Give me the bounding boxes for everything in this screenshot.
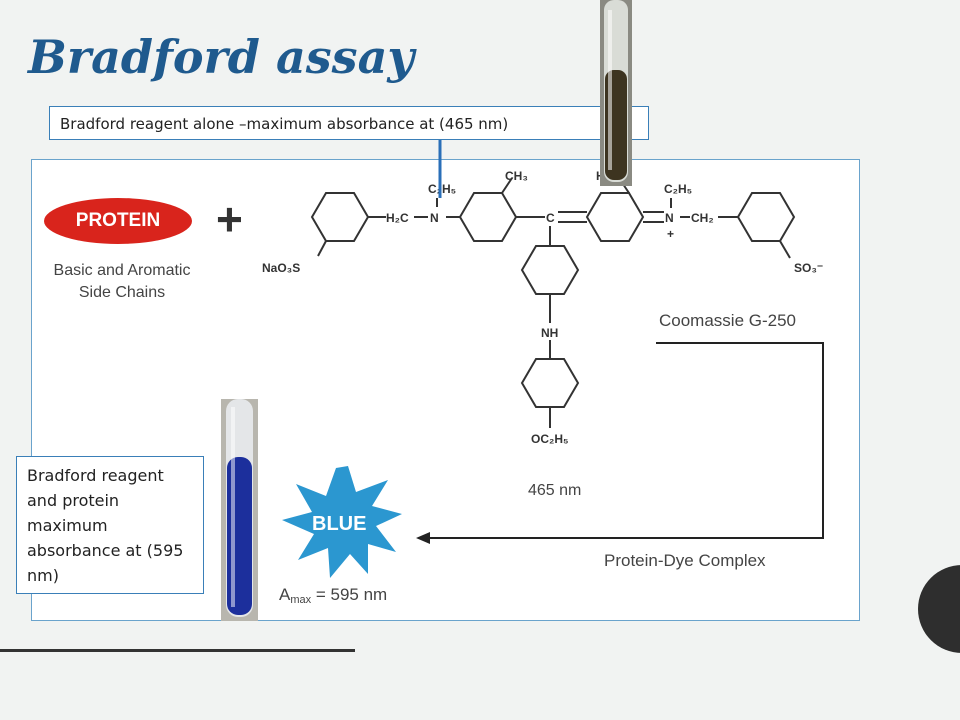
label-n1: N — [430, 211, 439, 225]
dye-name-label: Coomassie G-250 — [659, 311, 797, 330]
reagent-alone-callout: Bradford reagent alone –maximum absorban… — [49, 106, 649, 140]
label-oc2h5: OC₂H₅ — [531, 432, 569, 446]
ring-b — [458, 192, 518, 242]
protein-dye-complex-label: Protein-Dye Complex — [604, 551, 766, 570]
process-arrow — [428, 342, 824, 539]
bond — [501, 177, 513, 194]
footer-divider — [0, 649, 355, 652]
amax-symbol: A — [279, 585, 291, 604]
label-n2: N — [665, 211, 674, 225]
label-h2c: H₂C — [386, 211, 409, 225]
ring-c — [585, 192, 645, 242]
protein-tube-image — [221, 399, 258, 621]
side-chains-line-2: Side Chains — [78, 284, 166, 301]
label-c-center: C — [546, 211, 555, 225]
label-nh: NH — [541, 326, 558, 340]
bond — [317, 240, 327, 257]
amax-value: = 595 nm — [311, 585, 388, 604]
label-plus-charge: + — [667, 227, 674, 241]
side-chains-label: Basic and Aromatic Side Chains — [42, 260, 202, 304]
label-so3: SO₃⁻ — [794, 261, 823, 275]
protein-badge-label: PROTEIN — [75, 210, 161, 231]
ring-e — [520, 358, 580, 408]
label-ch2: CH₂ — [691, 211, 714, 225]
reagent-protein-callout: Bradford reagent and protein maximum abs… — [16, 456, 204, 594]
blue-starburst — [282, 466, 402, 578]
amax-label: Amax = 595 nm — [279, 585, 387, 606]
protein-badge: PROTEIN — [44, 198, 192, 244]
ring-left — [310, 192, 370, 242]
bond — [779, 240, 791, 259]
side-chains-line-1: Basic and Aromatic — [53, 262, 191, 279]
ring-right — [736, 192, 796, 242]
amax-subscript: max — [290, 594, 312, 606]
label-c2h5-1: C₂H₅ — [428, 182, 456, 196]
page-title: Bradford assay — [28, 30, 415, 84]
dye-wavelength-label: 465 nm — [528, 482, 582, 499]
reagent-tube-image — [600, 0, 632, 186]
plus-sign: + — [216, 193, 243, 245]
blue-badge-label: BLUE — [312, 513, 366, 535]
label-ch3: CH₃ — [505, 169, 528, 183]
process-arrow-head — [416, 532, 430, 544]
label-c2h5-2: C₂H₅ — [664, 182, 692, 196]
ring-d — [520, 245, 580, 295]
label-nao3s: NaO₃S — [262, 261, 300, 275]
